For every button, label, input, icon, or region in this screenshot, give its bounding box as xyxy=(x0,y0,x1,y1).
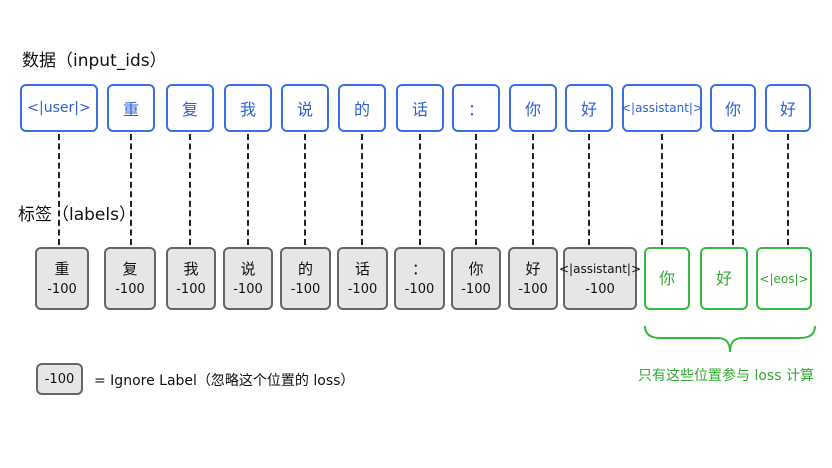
loss-token: 好 xyxy=(700,247,748,310)
connector-line xyxy=(361,134,363,245)
input-token: 复 xyxy=(166,84,214,132)
input-token: 的 xyxy=(338,84,386,132)
connector-line xyxy=(588,134,590,245)
input-ids-title: 数据（input_ids） xyxy=(22,51,167,71)
label-token-text: <|eos|> xyxy=(759,271,809,286)
input-token: 我 xyxy=(224,84,272,132)
label-token-value: -100 xyxy=(176,281,206,297)
label-token-text: 复 xyxy=(122,259,138,278)
label-token-text: 好 xyxy=(525,259,541,278)
loss-token: 你 xyxy=(644,247,690,310)
connector-line xyxy=(787,134,789,245)
connector-line xyxy=(475,134,477,245)
label-token-value: -100 xyxy=(233,281,263,297)
legend-ignore-box: -100 xyxy=(36,363,83,395)
label-token: 好 -100 xyxy=(508,247,558,310)
label-token-text: 你 xyxy=(658,268,675,288)
label-token-value: -100 xyxy=(347,281,378,297)
connector-line xyxy=(304,134,306,245)
label-token: 复 -100 xyxy=(104,247,156,310)
label-token: 我 -100 xyxy=(166,247,216,310)
input-token: 说 xyxy=(281,84,329,132)
connector-line xyxy=(732,134,734,245)
input-token: <|user|> xyxy=(20,84,98,132)
label-token-text: 重 xyxy=(54,259,70,278)
input-token: ： xyxy=(452,84,500,132)
connector-line xyxy=(247,134,249,245)
label-token: 说 -100 xyxy=(223,247,273,310)
curly-brace-icon xyxy=(644,325,816,353)
connector-line xyxy=(58,134,60,245)
input-token: <|assistant|> xyxy=(621,84,703,132)
label-token: 你 -100 xyxy=(451,247,501,310)
input-token: 话 xyxy=(396,84,444,132)
label-token-text: 好 xyxy=(715,268,732,288)
label-token-value: -100 xyxy=(518,281,548,297)
label-token-text: 说 xyxy=(240,259,256,278)
label-token-text: 话 xyxy=(354,259,370,278)
input-token: 好 xyxy=(565,84,613,132)
label-token: 的 -100 xyxy=(280,247,331,310)
label-token-text: <|assistant|> xyxy=(559,261,642,276)
legend-text: = Ignore Label（忽略这个位置的 loss） xyxy=(94,373,355,389)
label-token-text: ： xyxy=(411,259,427,278)
label-token-value: -100 xyxy=(47,281,77,297)
connector-line xyxy=(130,134,132,245)
label-token: ： -100 xyxy=(394,247,445,310)
label-token: <|assistant|> -100 xyxy=(559,247,641,310)
input-token: 重 xyxy=(107,84,155,132)
input-token: 你 xyxy=(509,84,557,132)
label-token: 话 -100 xyxy=(337,247,388,310)
connector-line xyxy=(419,134,421,245)
connector-line xyxy=(661,134,663,245)
connector-line xyxy=(189,134,191,245)
label-token-text: 我 xyxy=(183,259,199,278)
label-token-text: 你 xyxy=(468,259,484,278)
label-token-value: -100 xyxy=(461,281,491,297)
labels-title: 标签（labels） xyxy=(18,205,136,225)
label-token: 重 -100 xyxy=(35,247,89,310)
label-token-value: -100 xyxy=(290,281,321,297)
label-token-value: -100 xyxy=(115,281,145,297)
loss-note: 只有这些位置参与 loss 计算 xyxy=(638,368,814,384)
connector-line xyxy=(532,134,534,245)
label-token-value: -100 xyxy=(404,281,435,297)
label-token-text: 的 xyxy=(297,259,313,278)
loss-token: <|eos|> xyxy=(756,247,812,310)
input-token: 你 xyxy=(710,84,756,132)
label-token-value: -100 xyxy=(585,281,615,297)
input-token: 好 xyxy=(765,84,811,132)
